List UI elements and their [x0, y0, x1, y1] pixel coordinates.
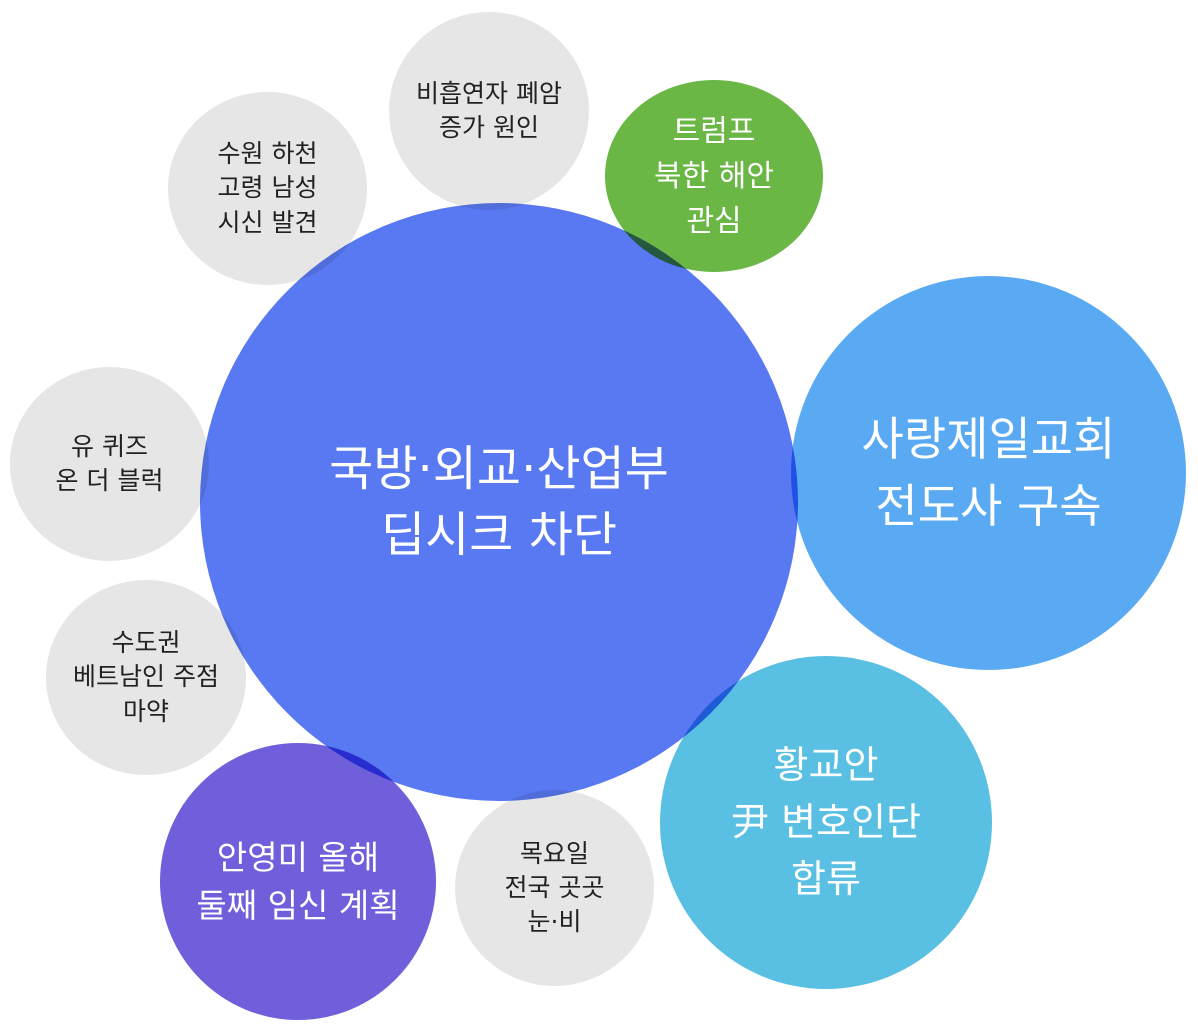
bubble-label: 사랑제일교회 전도사 구속 — [861, 412, 1116, 533]
bubble-label: 황교안 尹 변호인단 합류 — [731, 743, 921, 901]
bubble-you-quiz[interactable]: 유 퀴즈 온 더 블럭 — [10, 367, 209, 561]
bubble-vietnamese-pub-drugs[interactable]: 수도권 베트남인 주점 마약 — [46, 580, 246, 775]
bubble-label: 국방·외교·산업부 딥시크 차단 — [329, 440, 669, 563]
bubble-sarang-jeil-church[interactable]: 사랑제일교회 전도사 구속 — [791, 276, 1186, 670]
bubble-nonsmoker-lung-cancer[interactable]: 비흡연자 폐암 증가 원인 — [389, 12, 589, 210]
bubble-label: 수원 하천 고령 남성 시신 발견 — [217, 139, 318, 237]
bubble-label: 트럼프 북한 해안 관심 — [654, 113, 774, 239]
bubble-ahn-young-mi[interactable]: 안영미 올해 둘째 임신 계획 — [160, 743, 436, 1020]
bubble-label: 수도권 베트남인 주점 마약 — [73, 628, 219, 726]
bubble-deepseek-ban[interactable]: 국방·외교·산업부 딥시크 차단 — [200, 203, 798, 801]
bubble-label: 유 퀴즈 온 더 블럭 — [55, 431, 164, 495]
bubble-thursday-weather[interactable]: 목요일 전국 곳곳 눈·비 — [455, 790, 654, 986]
bubble-label: 목요일 전국 곳곳 눈·비 — [504, 838, 605, 937]
bubble-label: 비흡연자 폐암 증가 원인 — [416, 78, 562, 142]
bubble-label: 안영미 올해 둘째 임신 계획 — [196, 837, 400, 925]
bubble-hwang-kyo-ahn[interactable]: 황교안 尹 변호인단 합류 — [660, 656, 992, 989]
bubble-suwon-river[interactable]: 수원 하천 고령 남성 시신 발견 — [168, 92, 367, 285]
